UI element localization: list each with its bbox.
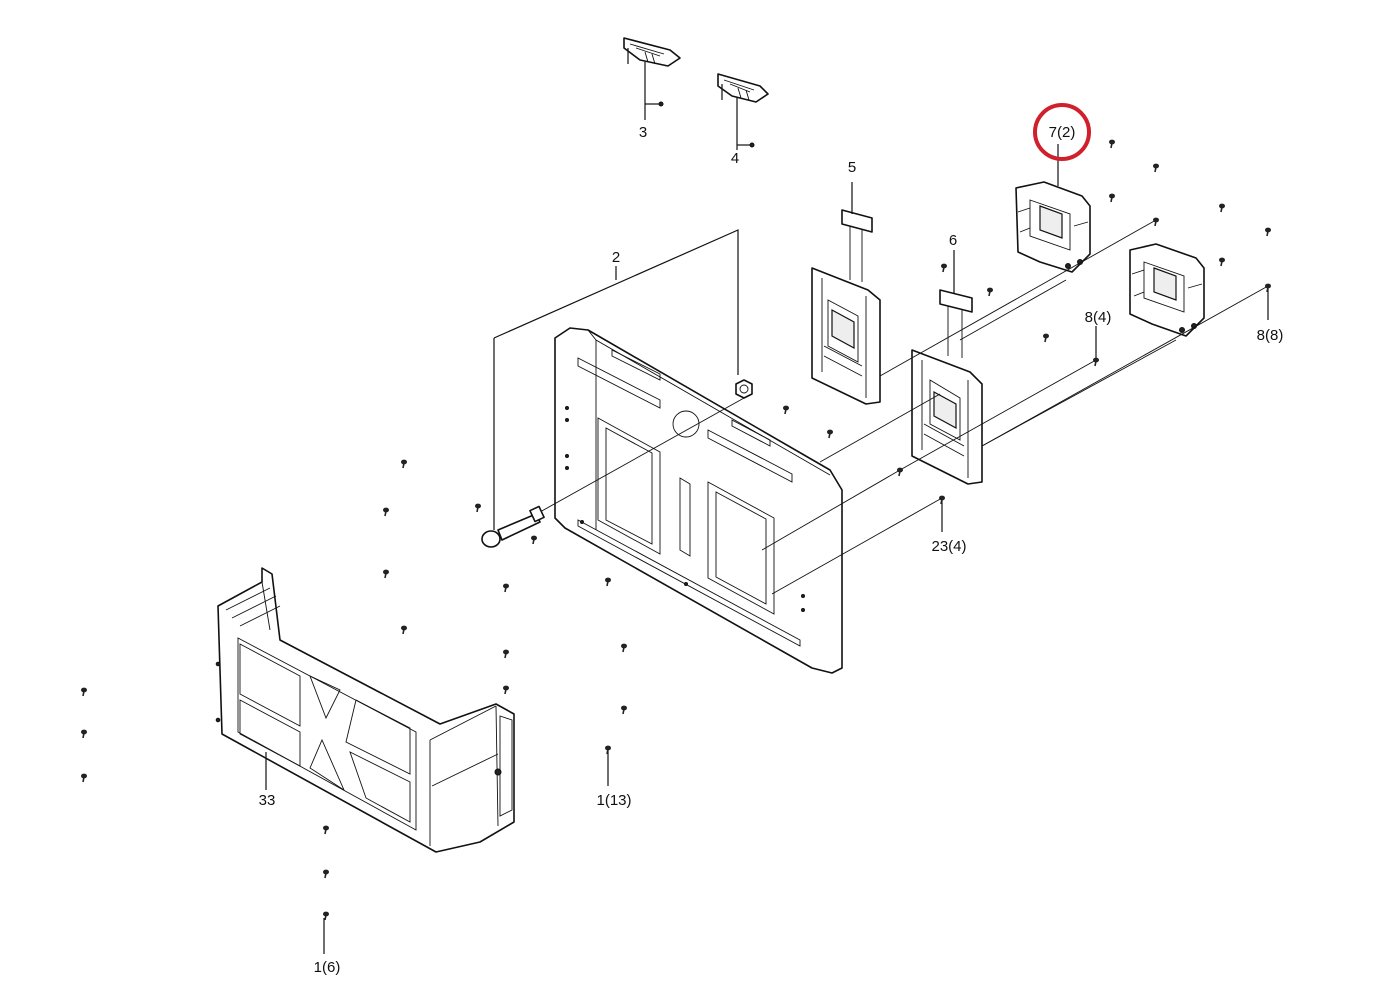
screw [1219, 203, 1225, 213]
screw [1043, 333, 1049, 343]
screw [531, 535, 537, 545]
part-7-fan-upper[interactable] [1015, 181, 1091, 273]
part-7-fan-lower[interactable] [1129, 243, 1205, 337]
label-1-13: 1(13) [596, 792, 631, 809]
screw [503, 583, 509, 593]
label-8-8: 8(8) [1257, 327, 1284, 344]
screw [987, 287, 993, 297]
screw [81, 773, 87, 783]
label-33: 33 [259, 792, 276, 809]
label-5: 5 [848, 159, 856, 176]
label-4: 4 [731, 150, 739, 167]
screw [621, 643, 627, 653]
screw [1219, 257, 1225, 267]
label-1-6: 1(6) [314, 959, 341, 976]
label-8-4: 8(4) [1085, 309, 1112, 326]
label-23-4: 23(4) [931, 538, 966, 555]
label-2: 2 [612, 249, 620, 266]
knob[interactable] [481, 505, 545, 548]
screw [323, 911, 329, 921]
screw [605, 577, 611, 587]
screw [1153, 163, 1159, 173]
screw [1109, 139, 1115, 149]
part-5-latch[interactable] [811, 182, 881, 405]
screw [1109, 193, 1115, 203]
part-33-handle-frame[interactable] [215, 567, 515, 853]
highlight-circle [1033, 103, 1091, 161]
hex-nut[interactable] [539, 379, 753, 513]
screw [503, 685, 509, 695]
label-7-2: 7(2) [1049, 124, 1076, 141]
screw [323, 825, 329, 835]
part-6-latch[interactable] [911, 250, 983, 485]
screws-group [81, 139, 1271, 921]
screw [323, 869, 329, 879]
label-6: 6 [949, 232, 957, 249]
part-3-bracket[interactable] [623, 37, 681, 120]
screw [81, 687, 87, 697]
screw [401, 625, 407, 635]
screw [383, 507, 389, 517]
part-4-bracket[interactable] [717, 73, 769, 150]
screw [383, 569, 389, 579]
screw [475, 503, 481, 513]
screw [1265, 283, 1271, 293]
screw [783, 405, 789, 415]
screw [81, 729, 87, 739]
screw [1153, 217, 1159, 227]
screw [1093, 357, 1099, 367]
main-panel[interactable] [554, 327, 843, 674]
screw [401, 459, 407, 469]
screw [827, 429, 833, 439]
screw [1265, 227, 1271, 237]
screw [503, 649, 509, 659]
screw [939, 495, 945, 505]
screw [621, 705, 627, 715]
screw [941, 263, 947, 273]
screw [897, 467, 903, 477]
leader-part-2 [493, 229, 739, 375]
screw [605, 745, 611, 755]
label-3: 3 [639, 124, 647, 141]
